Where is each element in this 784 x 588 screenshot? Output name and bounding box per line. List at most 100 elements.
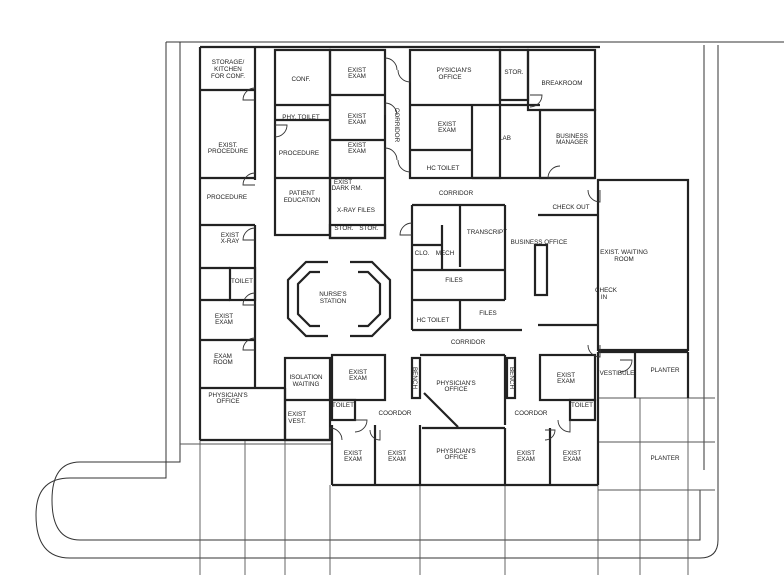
room-label: PHY. TOILET [282,114,320,121]
room-label: STOR. [359,225,378,232]
wall [330,353,387,402]
door-swing [557,419,571,433]
wall [596,178,690,352]
room-label: KITCHEN [214,66,242,73]
room-label: ISOLATION [289,374,323,381]
room-label: EXIST. WAITING [600,249,648,256]
door-swing [242,172,256,186]
room-label: EXAM [215,319,233,326]
room-label: EXIST [348,142,366,149]
room-label: PHYSICIAN'S [436,448,475,455]
room-label: STOR. [504,69,523,76]
room-label: HC TOILET [417,317,450,324]
room-label: EXIST [334,179,352,186]
room-label: COORDOR [515,410,548,417]
room-label: NURSE'S [319,291,346,298]
room-label: LAB [499,135,511,142]
room-label: TOILET [571,402,593,409]
room-label: MECH [436,250,455,257]
room-label: WAITING [293,381,320,388]
door-swing [384,102,398,116]
door-swing [384,147,398,161]
door-swing [397,69,411,83]
room-label: FILES [479,310,497,317]
wall [538,353,597,402]
wall [568,398,597,422]
door-swing [544,429,556,441]
wall [330,398,357,422]
room-label: PLANTER [650,455,679,462]
room-label: EXAM [348,148,366,155]
room-label: CORRIDOR [451,339,486,346]
wall [408,48,502,180]
room-label: TRANSCRIPT [467,229,507,236]
room-label: EXIST [563,450,581,457]
room-label: PROCEDURE [208,148,248,155]
room-label: MANAGER [556,139,588,146]
doors [242,57,633,441]
door-swing [242,292,256,306]
room-label: TOILET [332,402,354,409]
room-label: EXAM [563,456,581,463]
room-label: OFFICE [444,386,467,393]
room-label: BUSINESS [556,133,588,140]
room-label: BENCH [411,367,418,389]
room-label: OFFICE [216,398,239,405]
room-label: EXAM [438,127,456,134]
room-label: STATION [320,298,347,305]
door-swing [587,189,601,203]
room-label: EXIST [215,313,233,320]
room-label: VEST. [288,418,306,425]
room-label: EXAM [344,456,362,463]
room-label: EXIST [221,232,239,239]
room-label: X-RAY [221,238,241,245]
room-label: BREAKROOM [542,80,583,87]
room-label: EXIST [288,411,306,418]
room-label: CHECK OUT [552,204,589,211]
room-label: COORDOR [379,410,412,417]
room-label: ROOM [213,359,233,366]
door-swing [547,165,561,179]
room-label: PATIENT [289,190,315,197]
room-label: CORRIDOR [439,190,474,197]
room-label: OFFICE [444,454,467,461]
room-label: EXIST [349,369,367,376]
door-swing [399,222,413,236]
room-label: DARK RM. [332,185,363,192]
room-label: X-RAY FILES [337,207,375,214]
room-label: EDUCATION [284,197,321,204]
room-label: EXAM [348,119,366,126]
door-swing [242,227,256,241]
room-label: EXIST [344,450,362,457]
room-label: EXIST [348,67,366,74]
room-label: STOR. [334,225,353,232]
wall [533,243,549,297]
room-label: PROCEDURE [207,194,247,201]
walls [198,45,690,487]
room-label: PHYSICIAN'S [208,392,247,399]
room-label: PHYSICIAN'S [436,380,475,387]
wall [328,223,387,240]
room-label: EXIST. [218,142,237,149]
room-label: PLANTER [650,367,679,374]
room-label: FILES [445,277,463,284]
door-swing [329,427,343,441]
room-label: EXIST [348,113,366,120]
room-label: STORAGE/ [212,59,245,66]
room-label: EXAM [348,73,366,80]
room-label: PYSICIAN'S [437,67,472,74]
door-swing [242,87,256,101]
room-label: ROOM [614,256,634,263]
room-label: EXIST [388,450,406,457]
room-label: FOR CONF. [211,73,245,80]
door-swing [354,419,368,433]
room-label: CLO. [415,250,430,257]
room-label: HC TOILET [427,165,460,172]
room-label: EXAM [349,375,367,382]
room-label: VESTIBULE [600,370,635,377]
wall [410,356,422,400]
room-label: OFFICE [438,74,461,81]
door-swing [619,359,633,373]
room-label: BUSINESS OFFICE [511,239,568,246]
